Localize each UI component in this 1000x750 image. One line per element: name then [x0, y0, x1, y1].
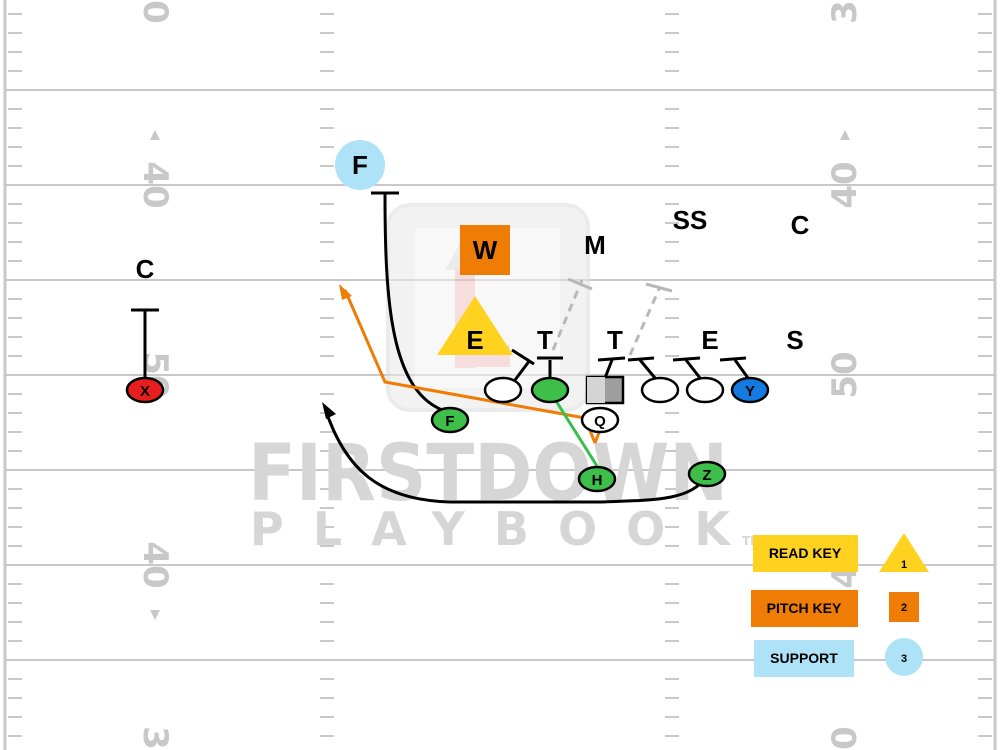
z-arc-route [323, 407, 709, 504]
lineman-lt [483, 376, 523, 404]
lineman-rt [685, 376, 725, 404]
lineman-lg [530, 376, 570, 404]
player-y-label: Y [745, 383, 755, 400]
player-h-label: H [592, 472, 603, 489]
hash-marks [8, 13, 992, 737]
direction-arrow-icon [150, 130, 160, 140]
defender-s: S [786, 325, 803, 355]
player-h [577, 465, 617, 493]
oline-blocks [511, 348, 750, 381]
defender-ss: SS [673, 205, 708, 235]
legend-pitch-key-label: PITCH KEY [767, 600, 842, 616]
player-q [580, 406, 620, 434]
h-dive-route [549, 392, 599, 467]
defender-c-left: C [136, 254, 155, 284]
direction-arrow-icon [150, 610, 160, 620]
legend-read-key-box [753, 535, 858, 572]
read-key-defender-marker [437, 296, 513, 355]
player-q-label: Q [594, 413, 606, 430]
z-arrow-icon [322, 402, 336, 419]
player-f-label: F [445, 413, 454, 430]
defender-e-left: E [466, 325, 483, 355]
legend-marker-3: 3 [901, 653, 907, 665]
pitch-key-defender-marker [460, 225, 510, 275]
watermark-line1: FIRSTDOWN [248, 429, 728, 519]
legend: READ KEY 1 PITCH KEY 2 SUPPORT 3 [751, 533, 929, 677]
legend-pitch-key-box [751, 590, 858, 627]
legend-support-box [754, 640, 854, 677]
dashed-path-cap [645, 282, 673, 293]
defender-c-right: C [791, 210, 810, 240]
yard-number: 40 [135, 541, 175, 588]
legend-marker-2: 2 [901, 602, 907, 614]
yard-numbers-left: 0 40 50 40 3 [135, 0, 175, 750]
lineman-rg [640, 376, 680, 404]
defender-w: W [473, 235, 498, 265]
direction-arrow-icon [840, 130, 850, 140]
yard-number: 40 [825, 161, 865, 208]
player-z [687, 460, 727, 488]
yard-number: 3 [825, 0, 865, 24]
player-y [730, 376, 770, 404]
legend-square-icon [889, 592, 919, 622]
defender-t-left: T [537, 325, 553, 355]
legend-read-key-label: READ KEY [769, 545, 842, 561]
legend-support-label: SUPPORT [770, 650, 838, 666]
yard-numbers-right: 3 40 50 40 0 [825, 0, 865, 750]
player-z-label: Z [702, 467, 711, 484]
yard-number: 3 [135, 726, 175, 750]
legend-circle-icon [885, 638, 923, 676]
player-x [125, 376, 165, 404]
defender-f-support: F [352, 150, 368, 180]
dashed-path-cap [567, 277, 593, 291]
legend-marker-1: 1 [901, 559, 907, 571]
dashed-path [551, 279, 584, 351]
yard-number: 0 [135, 0, 175, 24]
defender-m: M [584, 230, 606, 260]
center-shade [587, 377, 605, 403]
player-x-label: X [140, 383, 150, 400]
player-f [430, 406, 470, 434]
yard-number: 0 [825, 726, 865, 750]
yard-number: 40 [135, 161, 175, 208]
f-block-route [383, 192, 449, 414]
pitch-arrow-icon [339, 284, 352, 300]
defender-t-right: T [607, 325, 623, 355]
support-defender-marker [335, 140, 385, 190]
dashed-path [628, 286, 662, 356]
defender-e-right: E [701, 325, 718, 355]
legend-triangle-icon [879, 533, 929, 572]
yard-number: 50 [825, 351, 865, 398]
